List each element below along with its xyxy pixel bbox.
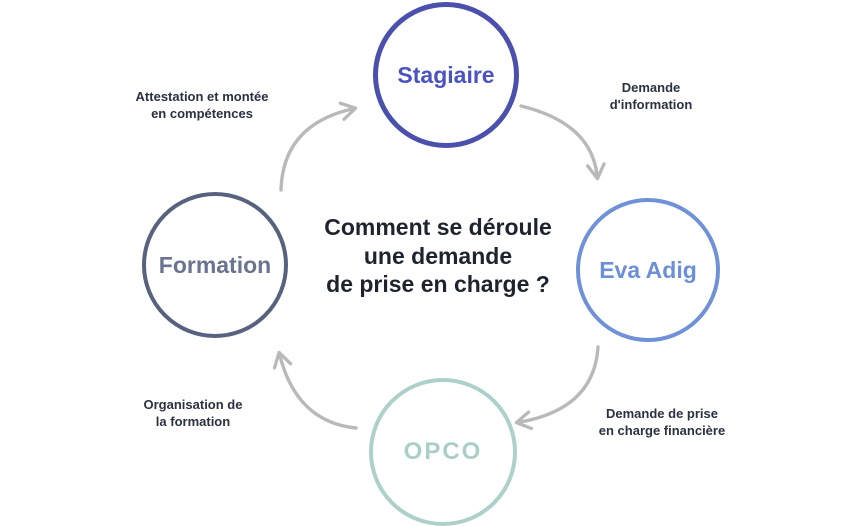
node-stagiaire: Stagiaire: [373, 2, 519, 148]
edge-label-line: en charge financière: [598, 423, 726, 438]
node-formation-label: Formation: [158, 251, 272, 278]
edge-label-line: Organisation de: [143, 397, 243, 412]
edge-label-stagiaire-to-eva-adig: Demande d'information: [566, 79, 736, 113]
edge-label-eva-adig-to-opco: Demande de prise en charge financière: [552, 405, 772, 439]
edge-label-opco-to-formation: Organisation de la formation: [103, 396, 283, 430]
node-eva-adig-label: Eva Adig: [599, 256, 697, 283]
edge-label-line: la formation: [155, 414, 231, 429]
edge-label-line: Demande: [621, 80, 681, 95]
diagram-title-line-3: de prise en charge ?: [326, 271, 550, 297]
diagram-title-line-1: Comment se déroule: [324, 214, 552, 240]
edge-label-line: Demande de prise: [606, 406, 718, 421]
edge-label-formation-to-stagiaire: Attestation et montée en compétences: [92, 88, 312, 122]
edge-label-line: Attestation et montée: [135, 89, 269, 104]
node-formation: Formation: [142, 192, 288, 338]
arrow-eva-adig-to-opco: [514, 345, 600, 431]
edge-label-line: en compétences: [151, 106, 253, 121]
edge-label-line: d'information: [609, 97, 693, 112]
diagram-title-line-2: une demande: [363, 242, 513, 269]
arrow-formation-to-stagiaire: [279, 101, 358, 192]
node-opco: OPCO: [369, 378, 517, 526]
arrow-opco-to-formation: [272, 350, 358, 430]
node-opco-label: OPCO: [403, 438, 483, 465]
node-stagiaire-label: Stagiaire: [397, 61, 495, 88]
node-eva-adig: Eva Adig: [576, 198, 720, 342]
diagram-title: Comment se déroule une demande de prise …: [297, 213, 579, 299]
arrow-stagiaire-to-eva-adig: [519, 104, 606, 181]
